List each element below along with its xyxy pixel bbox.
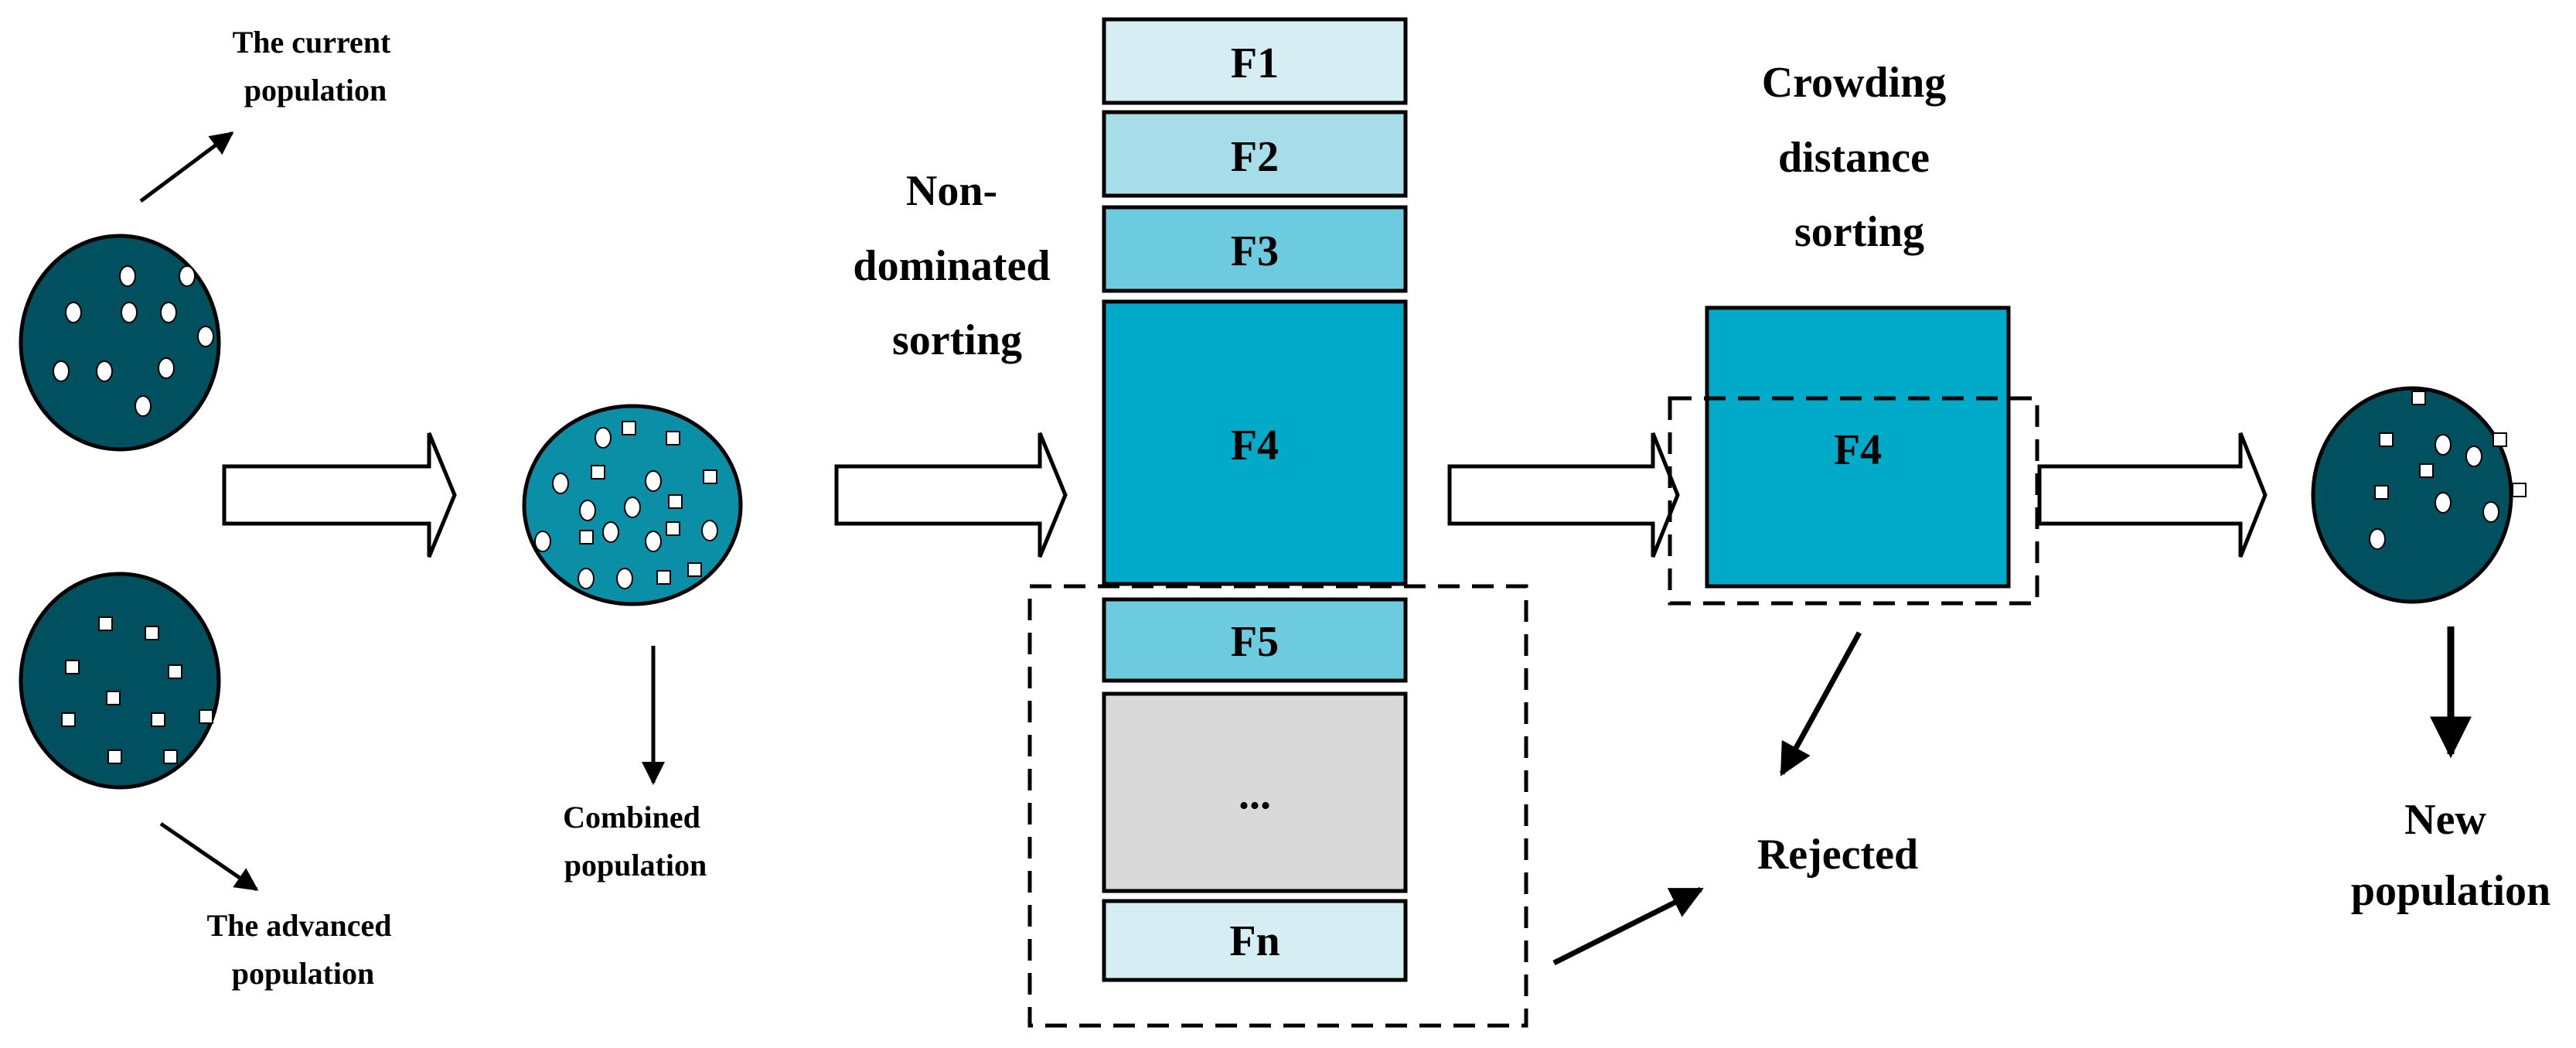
front-f2-label: F2 (1231, 133, 1279, 181)
combined-population (522, 404, 743, 606)
crowding-distance-sorting-label: Crowding distance sorting (1762, 59, 1958, 256)
new-population-circle (2311, 386, 2513, 604)
front-ellipsis-label: ... (1239, 770, 1271, 818)
rejected-label: Rejected (1757, 831, 1918, 879)
advanced-population-circle (19, 572, 221, 790)
front-stack: F1 F2 F3 F4 F5 ... Fn (1102, 17, 1408, 982)
crowding-f4-label: F4 (1834, 426, 1882, 474)
front-f5 (1102, 597, 1408, 683)
advanced-population (19, 572, 221, 790)
front-f3-label: F3 (1231, 227, 1279, 275)
arrow-to-current-label (139, 131, 234, 203)
arrow-to-advanced-label (159, 821, 259, 892)
front-f4 (1102, 299, 1408, 586)
selected-subset-box (1668, 396, 2039, 606)
rejected-fronts-box (1027, 584, 1528, 1028)
front-ellipsis (1102, 691, 1408, 893)
arrow-crowding-to-rejected (1779, 631, 1862, 777)
non-dominated-sorting-label: Non- dominated sorting (853, 167, 1061, 364)
front-f5-label: F5 (1231, 618, 1279, 666)
combined-population-label: Combined population (563, 800, 708, 882)
front-fn (1102, 899, 1408, 982)
front-f1 (1102, 17, 1408, 105)
current-population (19, 234, 221, 452)
front-f2 (1102, 110, 1408, 198)
current-population-label: The current population (233, 25, 399, 108)
front-fn-label: Fn (1229, 917, 1279, 965)
crowding-f4-box (1705, 306, 2011, 589)
new-population (2311, 386, 2527, 604)
current-population-circle (19, 234, 221, 452)
arrow-fronts-to-rejected (1552, 886, 1704, 966)
hollow-arrow-4 (2037, 432, 2268, 558)
hollow-arrow-1 (222, 432, 457, 558)
front-f3 (1102, 205, 1408, 293)
front-f1-label: F1 (1231, 39, 1279, 87)
hollow-arrow-2 (834, 432, 1068, 558)
hollow-arrow-3 (1447, 432, 1680, 558)
front-f4-label: F4 (1231, 422, 1279, 469)
new-population-label: New population (2351, 796, 2550, 915)
advanced-population-label: The advanced population (207, 908, 400, 991)
